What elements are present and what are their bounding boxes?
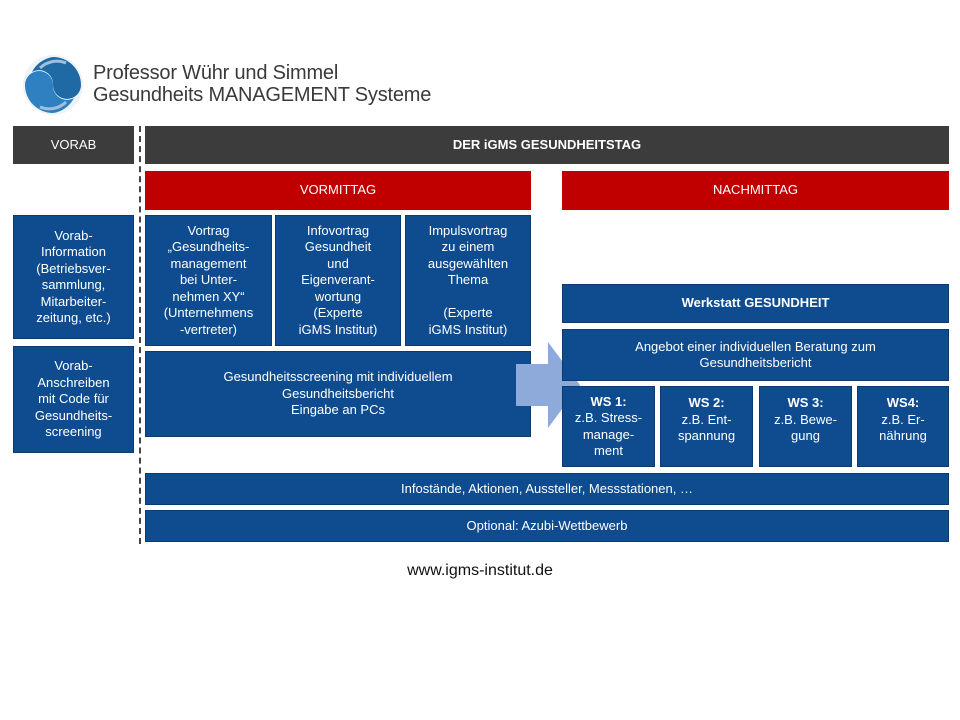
workshop-4-title: WS4: bbox=[886, 395, 920, 410]
workshop-1-title: WS 1: bbox=[590, 393, 627, 409]
main-title-bar: DER iGMS GESUNDHEITSTAG bbox=[145, 126, 949, 164]
company-name-line2: Gesundheits MANAGEMENT Systeme bbox=[93, 84, 432, 106]
vorab-information-box: Vorab- Information (Betriebsver- sammlun… bbox=[13, 215, 134, 339]
vertical-divider bbox=[139, 126, 141, 544]
workshop-3-text: z.B. Bewe- gung bbox=[774, 411, 837, 444]
angebot-beratung-box: Angebot einer individuellen Beratung zum… bbox=[562, 329, 949, 381]
workshop-4-box: WS4: z.B. Er- nährung bbox=[857, 386, 949, 467]
workshop-2-title: WS 2: bbox=[688, 395, 725, 410]
workshop-4-text: z.B. Er- nährung bbox=[879, 411, 927, 444]
logo-swirl-icon bbox=[23, 55, 83, 115]
impulsvortrag-box: Impulsvortrag zu einem ausgewählten Them… bbox=[405, 215, 531, 346]
company-name-line1: Professor Wühr und Simmel bbox=[93, 62, 339, 84]
gesundheitsscreening-box: Gesundheitsscreening mit individuellem G… bbox=[145, 351, 531, 437]
workshop-3-title: WS 3: bbox=[787, 395, 824, 410]
vorab-header: VORAB bbox=[13, 126, 134, 164]
workshop-1-text: z.B. Stress- manage- ment bbox=[574, 410, 643, 458]
vortrag-box: Vortrag „Gesundheits- management bei Unt… bbox=[145, 215, 272, 346]
workshop-2-box: WS 2: z.B. Ent- spannung bbox=[660, 386, 753, 467]
infostaende-bar: Infostände, Aktionen, Aussteller, Messst… bbox=[145, 473, 949, 505]
logo bbox=[20, 52, 86, 118]
vormittag-header: VORMITTAG bbox=[145, 171, 531, 210]
nachmittag-header: NACHMITTAG bbox=[562, 171, 949, 210]
footer-url[interactable]: www.igms-institut.de bbox=[407, 562, 553, 579]
workshop-2-text: z.B. Ent- spannung bbox=[677, 411, 736, 444]
optional-azubi-bar: Optional: Azubi-Wettbewerb bbox=[145, 510, 949, 542]
vorab-anschreiben-box: Vorab- Anschreiben mit Code für Gesundhe… bbox=[13, 346, 134, 453]
infovortrag-box: Infovortrag Gesundheit und Eigenverant- … bbox=[275, 215, 401, 346]
workshop-1-box: WS 1: z.B. Stress- manage- ment bbox=[562, 386, 655, 467]
werkstatt-gesundheit-box: Werkstatt GESUNDHEIT bbox=[562, 284, 949, 323]
workshop-3-box: WS 3: z.B. Bewe- gung bbox=[759, 386, 852, 467]
